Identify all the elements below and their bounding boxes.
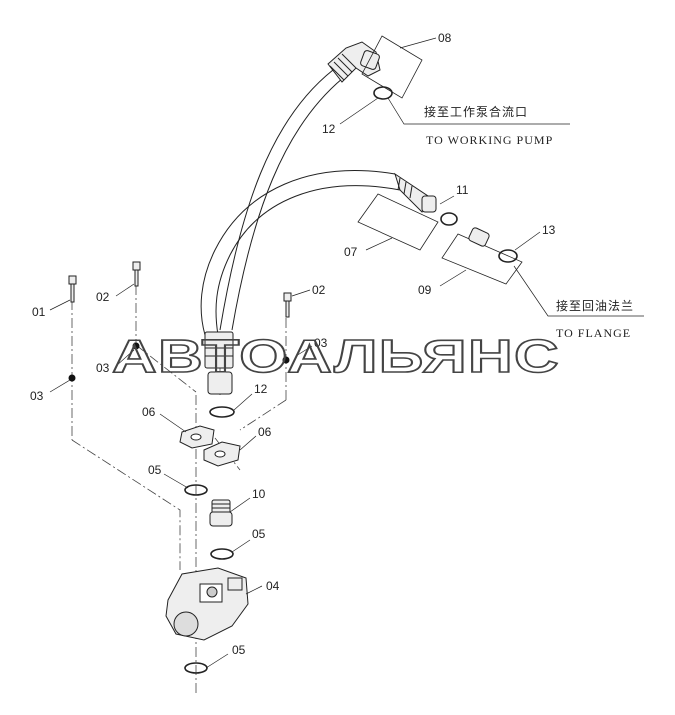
callout-05-top: 05 xyxy=(148,463,162,477)
o-rings xyxy=(184,86,518,674)
callout-09: 09 xyxy=(418,283,432,297)
callout-11: 11 xyxy=(456,183,469,197)
straight-fitting-07 xyxy=(394,172,437,213)
bolts xyxy=(68,261,292,318)
callout-12-top: 12 xyxy=(322,122,336,136)
callout-02-left: 02 xyxy=(96,290,110,304)
washers xyxy=(68,342,290,382)
callout-06-left: 06 xyxy=(142,405,156,419)
callout-06-right: 06 xyxy=(258,425,272,439)
hose-to-working-pump xyxy=(219,69,344,331)
info-plates xyxy=(357,35,523,285)
callout-12-bottom: 12 xyxy=(254,382,268,396)
callout-04: 04 xyxy=(266,579,280,593)
connector-10 xyxy=(209,499,233,527)
leader-lines xyxy=(49,37,644,669)
callout-05-mid: 05 xyxy=(252,527,266,541)
hose-to-flange xyxy=(200,170,401,336)
elbow-fitting-08 xyxy=(327,41,381,83)
note-pump-cn: 接至工作泵合流口 xyxy=(424,104,528,119)
callout-08: 08 xyxy=(438,31,452,45)
callout-13: 13 xyxy=(542,223,556,237)
lower-hose-fittings xyxy=(204,331,234,395)
callout-03-left: 03 xyxy=(30,389,44,403)
callout-01: 01 xyxy=(32,305,46,319)
note-flange-en: TO FLANGE xyxy=(556,326,631,340)
note-pump-en: TO WORKING PUMP xyxy=(426,133,553,147)
adapter-09 xyxy=(468,227,490,247)
valve-block-04 xyxy=(165,567,249,641)
callout-03-mid: 03 xyxy=(96,361,110,375)
watermark-text: АВТОАЛЬЯНС xyxy=(112,330,560,382)
connection-notes: 接至工作泵合流口 TO WORKING PUMP 接至回油法兰 TO FLANG… xyxy=(424,104,634,340)
callout-labels: 08 12 11 07 13 09 01 02 02 03 03 03 12 0… xyxy=(30,31,556,657)
callout-07: 07 xyxy=(344,245,358,259)
split-flanges-06 xyxy=(179,425,241,467)
note-flange-cn: 接至回油法兰 xyxy=(556,298,634,313)
callout-02-right: 02 xyxy=(312,283,326,297)
callout-10: 10 xyxy=(252,487,266,501)
callout-03-right: 03 xyxy=(314,336,328,350)
callout-05-bottom: 05 xyxy=(232,643,246,657)
